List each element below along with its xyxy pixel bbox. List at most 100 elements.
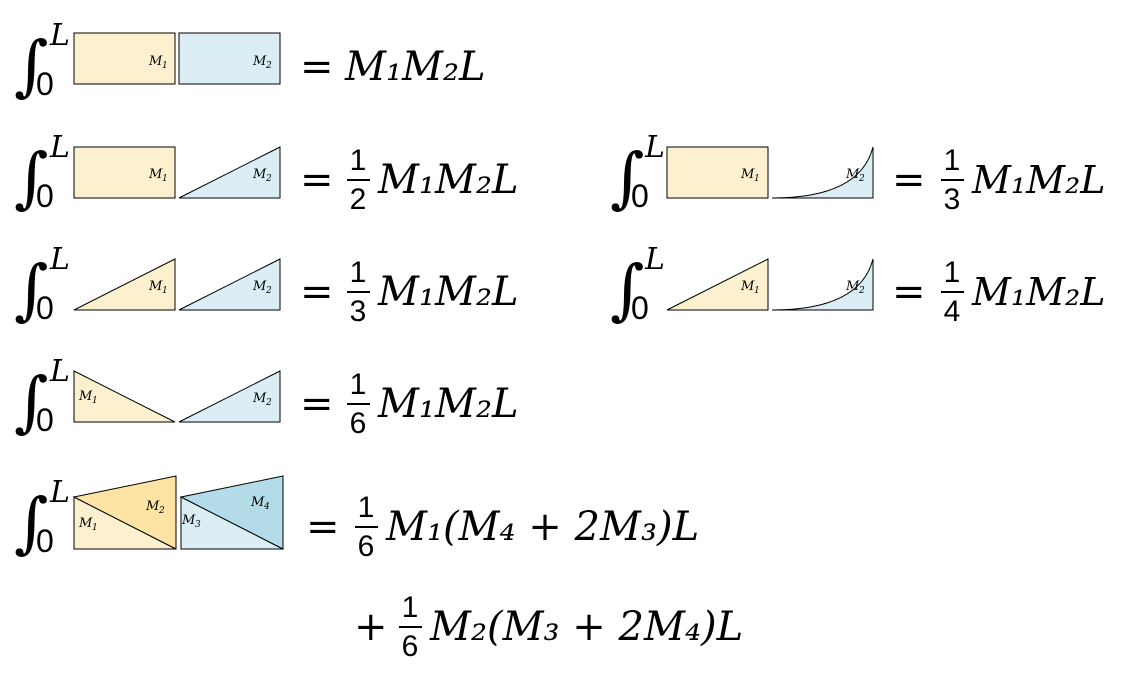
label-m1-sub: 1	[162, 286, 168, 296]
trapezoid-upper-part-m2	[72, 475, 177, 550]
label-m2-sub: 2	[858, 174, 865, 184]
formula-6-eq: =	[300, 381, 334, 427]
row-1: ∫ L 0 M 1 M 2 = M₁M₂L	[14, 18, 486, 104]
formula-4-num: 1	[350, 256, 367, 289]
row-4: ∫ L 0 M 1 M 2 = 1 6 M₁M₂L	[14, 354, 519, 440]
integral-sign: ∫	[14, 27, 48, 104]
label-m2: M	[845, 279, 860, 294]
formula-2-body: M₁M₂L	[377, 157, 519, 203]
formula-3-den: 3	[944, 183, 961, 216]
rect-shape-m1	[73, 146, 176, 199]
label-m2: M	[252, 391, 267, 406]
formula-4-den: 3	[350, 295, 367, 328]
integral-upper: L	[49, 130, 70, 165]
triangle-shape-m2	[178, 258, 281, 311]
formula-3-num: 1	[944, 144, 961, 177]
row-2-left: ∫ L 0 M 1 M 2 = 1 2 M₁M₂L	[14, 130, 519, 216]
trapezoid-upper-part-m4	[179, 475, 284, 550]
label-m4-sub: 4	[263, 502, 270, 512]
row-3-left: ∫ L 0 M 1 M 2 = 1 3 M₁M₂L	[14, 242, 519, 328]
integral-lower: 0	[631, 290, 649, 326]
formula-3-eq: =	[892, 157, 926, 203]
integral-lower: 0	[36, 66, 54, 102]
label-m2: M	[252, 279, 267, 294]
label-m1-sub: 1	[162, 61, 168, 71]
formula-4: = 1 3 M₁M₂L	[300, 256, 519, 328]
diagram-triangle-parabola: M 1 M 2	[666, 258, 874, 311]
label-m3-sub: 3	[195, 520, 201, 530]
integral-lower: 0	[36, 178, 54, 214]
label-m1: M	[148, 167, 163, 182]
integral-upper: L	[49, 242, 70, 277]
integral-7: ∫ L 0	[14, 475, 70, 561]
integral-5: ∫ L 0	[610, 242, 665, 328]
label-m1: M	[148, 54, 163, 69]
integral-lower: 0	[36, 290, 54, 326]
integral-sign: ∫	[14, 484, 48, 561]
formula-1-body: M₁M₂L	[344, 44, 486, 90]
label-m1: M	[78, 389, 93, 404]
label-m1: M	[740, 279, 755, 294]
formula-4-body: M₁M₂L	[377, 269, 519, 315]
label-m2-sub: 2	[265, 286, 272, 296]
integral-6: ∫ L 0	[14, 354, 70, 440]
parabola-shape-m2	[771, 258, 874, 311]
formula-6-body: M₁M₂L	[377, 381, 519, 427]
label-m2: M	[252, 54, 267, 69]
label-m1: M	[78, 516, 93, 531]
integral-3: ∫ L 0	[610, 130, 665, 216]
formula-5-eq: =	[892, 269, 926, 315]
diagram-triangle-triangle: M 1 M 2	[73, 258, 281, 311]
formula-6-num: 1	[350, 368, 367, 401]
formula-5-den: 4	[944, 295, 961, 328]
diagram-rect-parabola: M 1 M 2	[666, 146, 874, 199]
rect-shape-m1	[666, 146, 769, 199]
formula-2-eq: =	[300, 157, 334, 203]
label-m2-sub: 2	[265, 61, 272, 71]
rect-shape-m1	[73, 32, 176, 85]
diagram-rect-rect: M 1 M 2	[73, 32, 281, 85]
rect-shape-m2	[178, 32, 281, 85]
triangle-shape-m2	[178, 146, 281, 199]
formula-4-eq: =	[300, 269, 334, 315]
label-m2: M	[145, 499, 160, 514]
diagram-reverse-triangle-triangle: M 1 M 2	[73, 370, 281, 423]
integral-sign: ∫	[610, 139, 644, 216]
triangle-shape-m1	[666, 258, 769, 311]
formula-8-den: 6	[402, 630, 419, 663]
diagram-trapezoid-trapezoid: M 2 M 1 M 4 M 3	[72, 475, 284, 550]
formula-1: = M₁M₂L	[300, 44, 486, 90]
formula-5-num: 1	[944, 256, 961, 289]
integral-lower: 0	[36, 523, 54, 559]
integral-upper: L	[49, 18, 70, 53]
label-m3: M	[181, 513, 196, 528]
label-m1-sub: 1	[92, 396, 98, 406]
reverse-triangle-shape-m1	[73, 370, 176, 423]
formula-8: + 1 6 M₂(M₃ + 2M₄)L	[354, 591, 743, 663]
label-m2-sub: 2	[858, 286, 865, 296]
row-5: ∫ L 0 M 2 M 1 M 4 M 3 = 1 6 M₁(M₄ + 2M₃)…	[14, 475, 743, 663]
label-m1: M	[740, 167, 755, 182]
formula-7-eq: =	[306, 504, 340, 550]
formula-7-den: 6	[358, 530, 375, 563]
integral-1: ∫ L 0	[14, 18, 70, 104]
formula-8-plus: +	[354, 604, 388, 650]
label-m4: M	[250, 495, 265, 510]
formula-5-body: M₁M₂L	[971, 270, 1106, 314]
parabola-shape-m2	[771, 146, 874, 199]
formula-7-body: M₁(M₄ + 2M₃)L	[385, 504, 699, 550]
formula-3: = 1 3 M₁M₂L	[892, 144, 1106, 216]
integral-sign: ∫	[610, 251, 644, 328]
label-m1: M	[148, 279, 163, 294]
row-3-right: ∫ L 0 M 1 M 2 = 1 4 M₁M₂L	[610, 242, 1106, 328]
integral-sign: ∫	[14, 139, 48, 216]
formula-3-body: M₁M₂L	[971, 158, 1106, 202]
label-m2-sub: 2	[265, 398, 272, 408]
label-m1-sub: 1	[754, 286, 760, 296]
formula-8-body: M₂(M₃ + 2M₄)L	[429, 604, 743, 650]
diagram-rect-triangle: M 1 M 2	[73, 146, 281, 199]
formula-7-num: 1	[358, 491, 375, 524]
label-m2-sub: 2	[158, 506, 165, 516]
triangle-shape-m1	[73, 258, 176, 311]
